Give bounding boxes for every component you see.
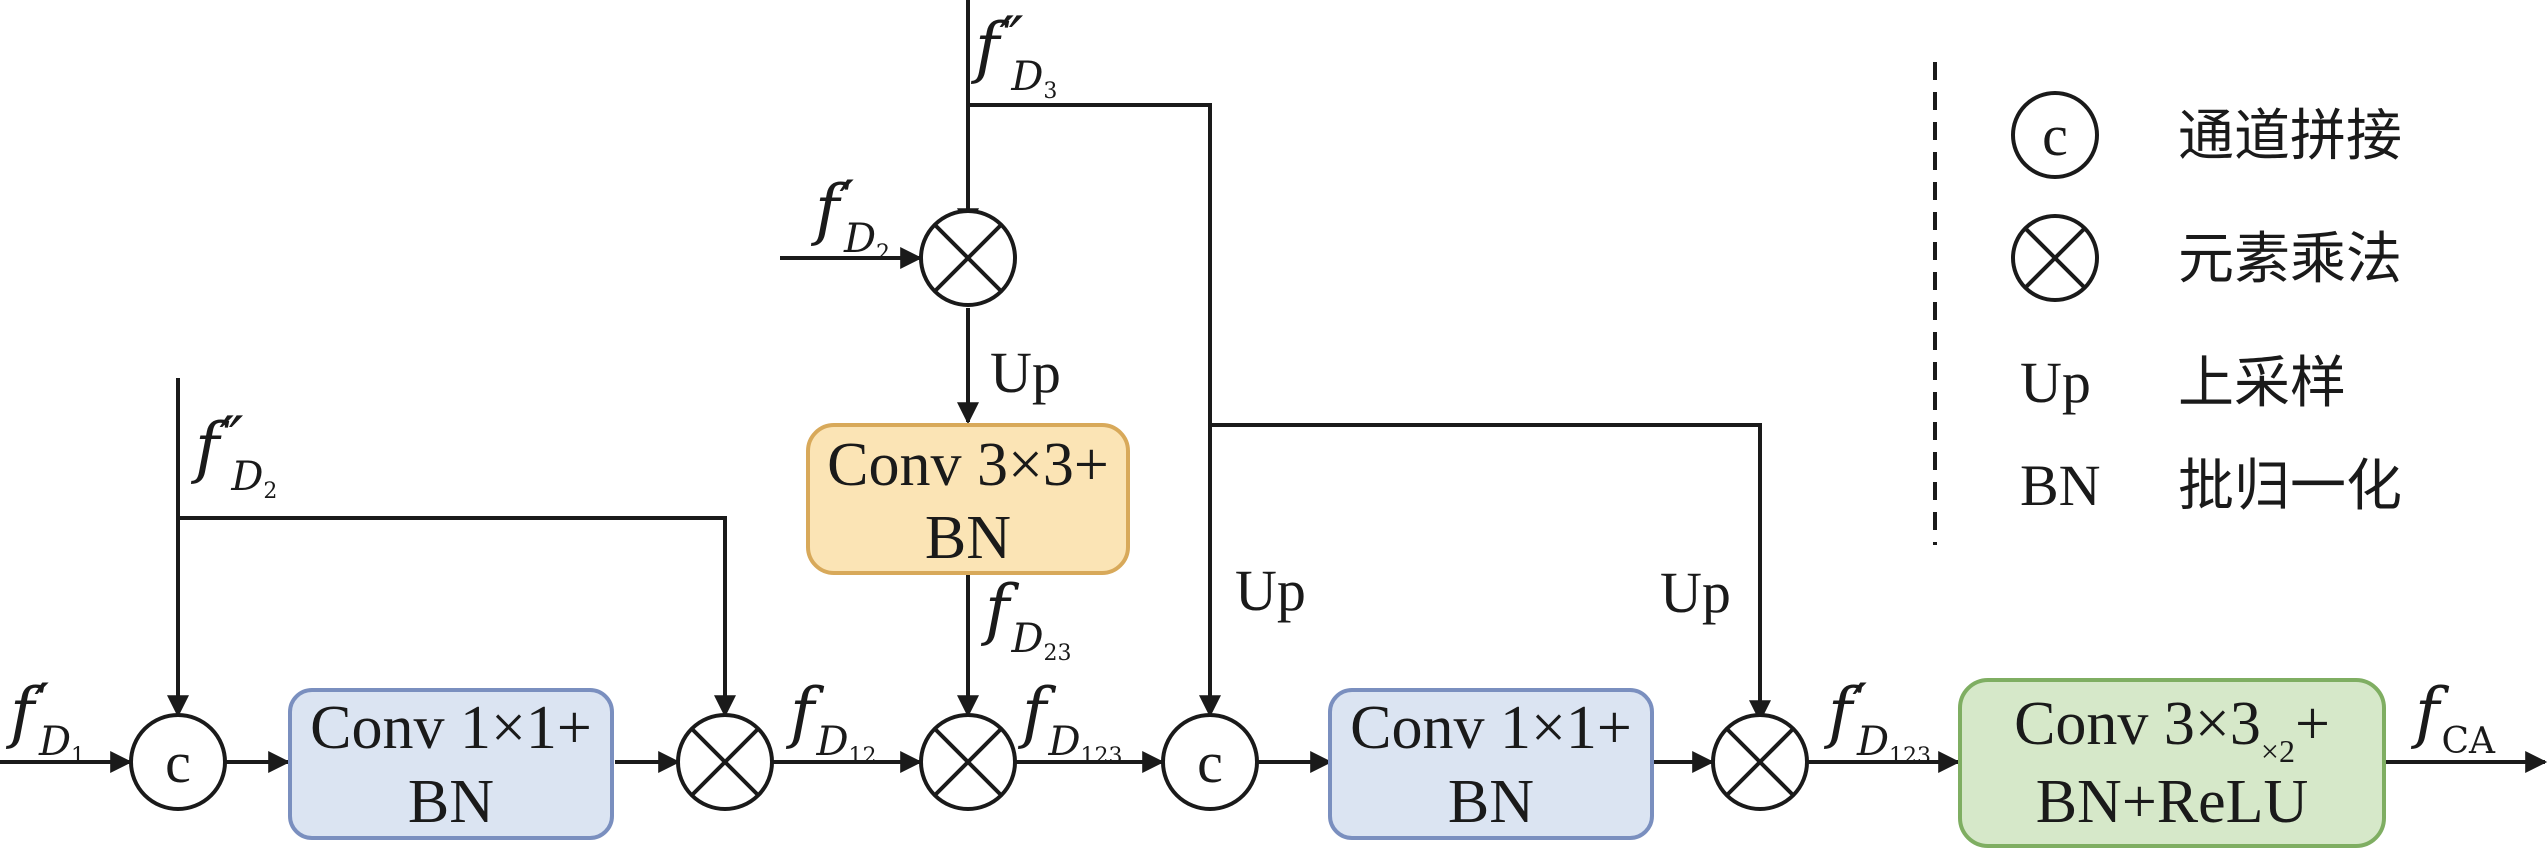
conv3x3-bn-line2: BN: [925, 504, 1011, 572]
legend-batchnorm-label: 批归一化: [2178, 454, 2402, 519]
multiply-op-top: [919, 209, 1017, 307]
signal-f-d123-prime: f′D123: [1823, 671, 1931, 769]
multiply-op-3: [1711, 713, 1809, 811]
legend-upsample-symbol: Up: [2020, 350, 2091, 415]
conv3x3-bn-relu-box: Conv 3×3×2+ BN+ReLU: [1958, 678, 2386, 848]
concat-symbol-1: c: [165, 730, 191, 795]
signal-f-d2-doubleprime: f″D2: [190, 404, 277, 504]
legend-item-upsample: Up 上采样: [2020, 350, 2346, 416]
signal-f-d2-prime: f′D2: [810, 168, 890, 266]
conv1x1-bn-a-rect: [288, 688, 614, 840]
multiply-op-1: [676, 713, 774, 811]
connection-lines: [0, 0, 2548, 773]
multiply-cross-stroke: [2023, 226, 2087, 290]
legend-concat-icon: [2011, 91, 2099, 179]
signal-f-d3-doubleprime: f″D3: [970, 4, 1057, 104]
multiply-cross-stroke: [1725, 727, 1795, 797]
conv3x3-bn-relu-line2: BN+ReLU: [2036, 768, 2309, 836]
conv1x1-bn-box-b: Conv 1×1+ BN: [1328, 688, 1654, 840]
concat-op-2: c: [1161, 713, 1259, 811]
legend-item-multiply: 元素乘法: [2011, 214, 2402, 302]
conv3x3-bn-relu-line1b: +: [2295, 690, 2330, 758]
signal-f-d23: fD23: [980, 571, 1072, 666]
conv3x3-bn-relu-line1sub: ×2: [2261, 733, 2295, 769]
legend-batchnorm-symbol: BN: [2020, 453, 2101, 518]
conv1x1-bn-a-line2: BN: [408, 768, 494, 836]
legend-multiply-icon: [2011, 214, 2099, 302]
signal-f-d12: fD12: [785, 674, 877, 769]
legend-concat-label: 通道拼接: [2178, 104, 2402, 169]
multiply-cross-stroke: [933, 223, 1003, 293]
legend-item-batchnorm: BN 批归一化: [2020, 453, 2402, 519]
signal-f-d123: fD123: [1017, 674, 1123, 769]
conv3x3-bn-box: Conv 3×3+ BN: [806, 423, 1130, 575]
up-label-right: Up: [1660, 560, 1731, 625]
concat-op-1: c: [129, 713, 227, 811]
legend-item-concat: c 通道拼接: [2011, 91, 2402, 179]
legend-concat-symbol: c: [2042, 103, 2068, 168]
up-label-mid: Up: [1235, 558, 1306, 623]
multiply-cross-stroke: [690, 727, 760, 797]
signal-f-ca-output: fCA: [2410, 674, 2496, 762]
legend-multiply-label: 元素乘法: [2178, 227, 2402, 292]
conv1x1-bn-a-line1: Conv 1×1+: [310, 694, 592, 762]
conv3x3-bn-box-rect: [806, 423, 1130, 575]
conv1x1-bn-b-rect: [1328, 688, 1654, 840]
conv1x1-bn-b-line2: BN: [1448, 768, 1534, 836]
conv3x3-bn-relu-rect: [1958, 678, 2386, 848]
conv3x3-bn-relu-line1: Conv 3×3×2+: [2014, 690, 2330, 769]
multiply-cross-stroke: [933, 727, 1003, 797]
legend: c 通道拼接 元素乘法 Up 上采样 BN 批归一化: [2011, 91, 2402, 519]
conv3x3-bn-line1: Conv 3×3+: [827, 431, 1109, 499]
conv3x3-bn-relu-line1a: Conv 3×3: [2014, 690, 2261, 758]
signal-f-d1-prime: f′D1: [5, 671, 85, 769]
multiply-op-2: [919, 713, 1017, 811]
up-label-top: Up: [990, 340, 1061, 405]
concat-symbol-2: c: [1197, 730, 1223, 795]
legend-upsample-label: 上采样: [2178, 351, 2346, 416]
conv1x1-bn-b-line1: Conv 1×1+: [1350, 694, 1632, 762]
conv1x1-bn-box-a: Conv 1×1+ BN: [288, 688, 614, 840]
